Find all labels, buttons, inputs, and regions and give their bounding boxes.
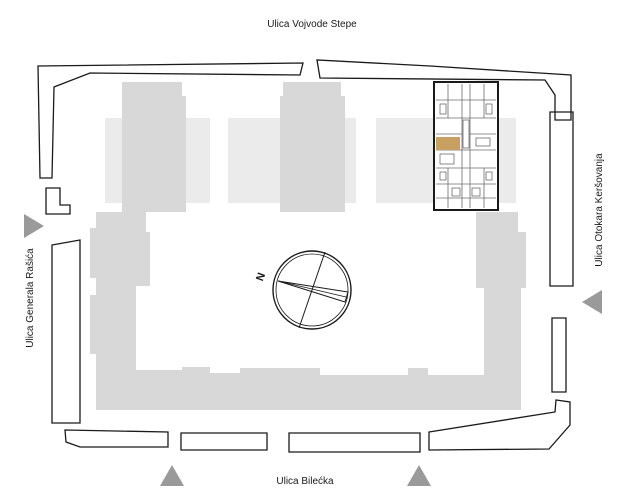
street-label-east: Ulica Otokara Keršovanja <box>594 153 605 267</box>
entrance-arrow-east <box>582 290 602 314</box>
street-label-west: Ulica Generala Rašića <box>25 248 36 348</box>
highlighted-building <box>433 81 499 211</box>
entrance-arrow-south-right <box>407 465 431 486</box>
compass-north-label: N <box>254 271 268 283</box>
entrance-arrow-west <box>24 214 44 238</box>
street-label-south: Ulica Bilećka <box>276 476 334 487</box>
compass: N <box>254 250 352 330</box>
entrance-arrow-south-left <box>160 465 184 486</box>
building-footprint <box>90 82 526 410</box>
compass-needle <box>277 280 349 303</box>
highlighted-unit <box>436 137 460 150</box>
sidewalk-outlines <box>37 59 574 453</box>
street-label-north: Ulica Vojvode Stepe <box>267 19 357 30</box>
